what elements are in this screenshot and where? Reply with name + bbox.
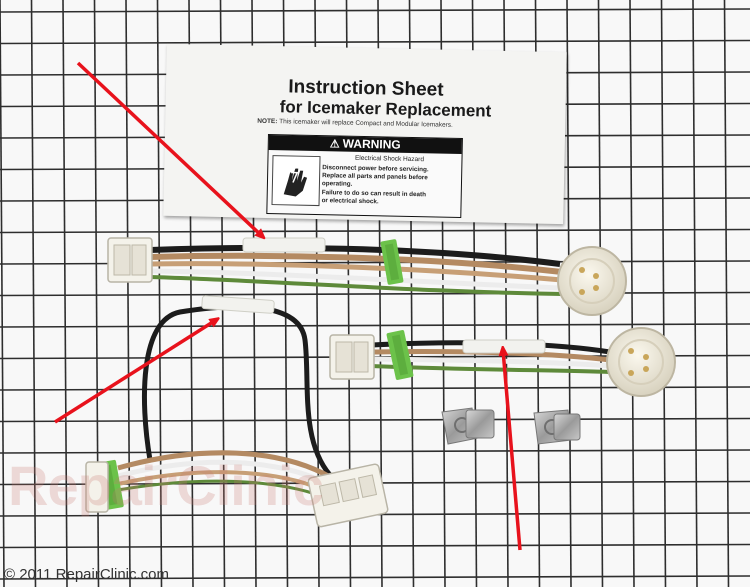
wire-label-tag — [380, 239, 404, 285]
grid-line — [0, 543, 750, 549]
harness-connector — [85, 461, 109, 513]
grid-line — [0, 291, 750, 297]
grid-line — [30, 0, 37, 587]
wire-harness-bottom — [85, 295, 389, 528]
wire-label-tag — [386, 330, 414, 380]
grid-line — [0, 228, 750, 234]
instruction-sheet: Instruction Sheet for Icemaker Replaceme… — [163, 43, 567, 225]
grid-line — [156, 0, 163, 587]
round-plug-connector — [606, 327, 676, 397]
grid-line — [0, 0, 5, 587]
shock-hazard-icon — [271, 155, 321, 207]
metal-clip — [533, 409, 581, 445]
grid-line — [0, 39, 750, 45]
grid-line — [62, 0, 68, 587]
grid-line — [0, 323, 750, 328]
grid-line — [723, 0, 730, 587]
wire-harness-top — [107, 237, 627, 316]
warning-box: ⚠WARNING Electrical Shock Hazard Disconn… — [266, 133, 463, 219]
grid-line — [0, 417, 750, 423]
grid-line — [0, 8, 750, 13]
red-arrow — [76, 61, 262, 236]
copyright-text: © 2011 RepairClinic.com — [4, 566, 170, 583]
red-arrow — [54, 320, 216, 424]
round-plug-connector — [557, 246, 627, 316]
grid-line — [0, 449, 750, 454]
metal-clip — [441, 407, 495, 445]
tubing-sleeve — [242, 237, 326, 253]
red-arrow — [503, 350, 522, 551]
watermark: RepairClinic — [8, 454, 324, 517]
grid-line — [0, 575, 750, 580]
tubing-sleeve — [201, 295, 275, 314]
